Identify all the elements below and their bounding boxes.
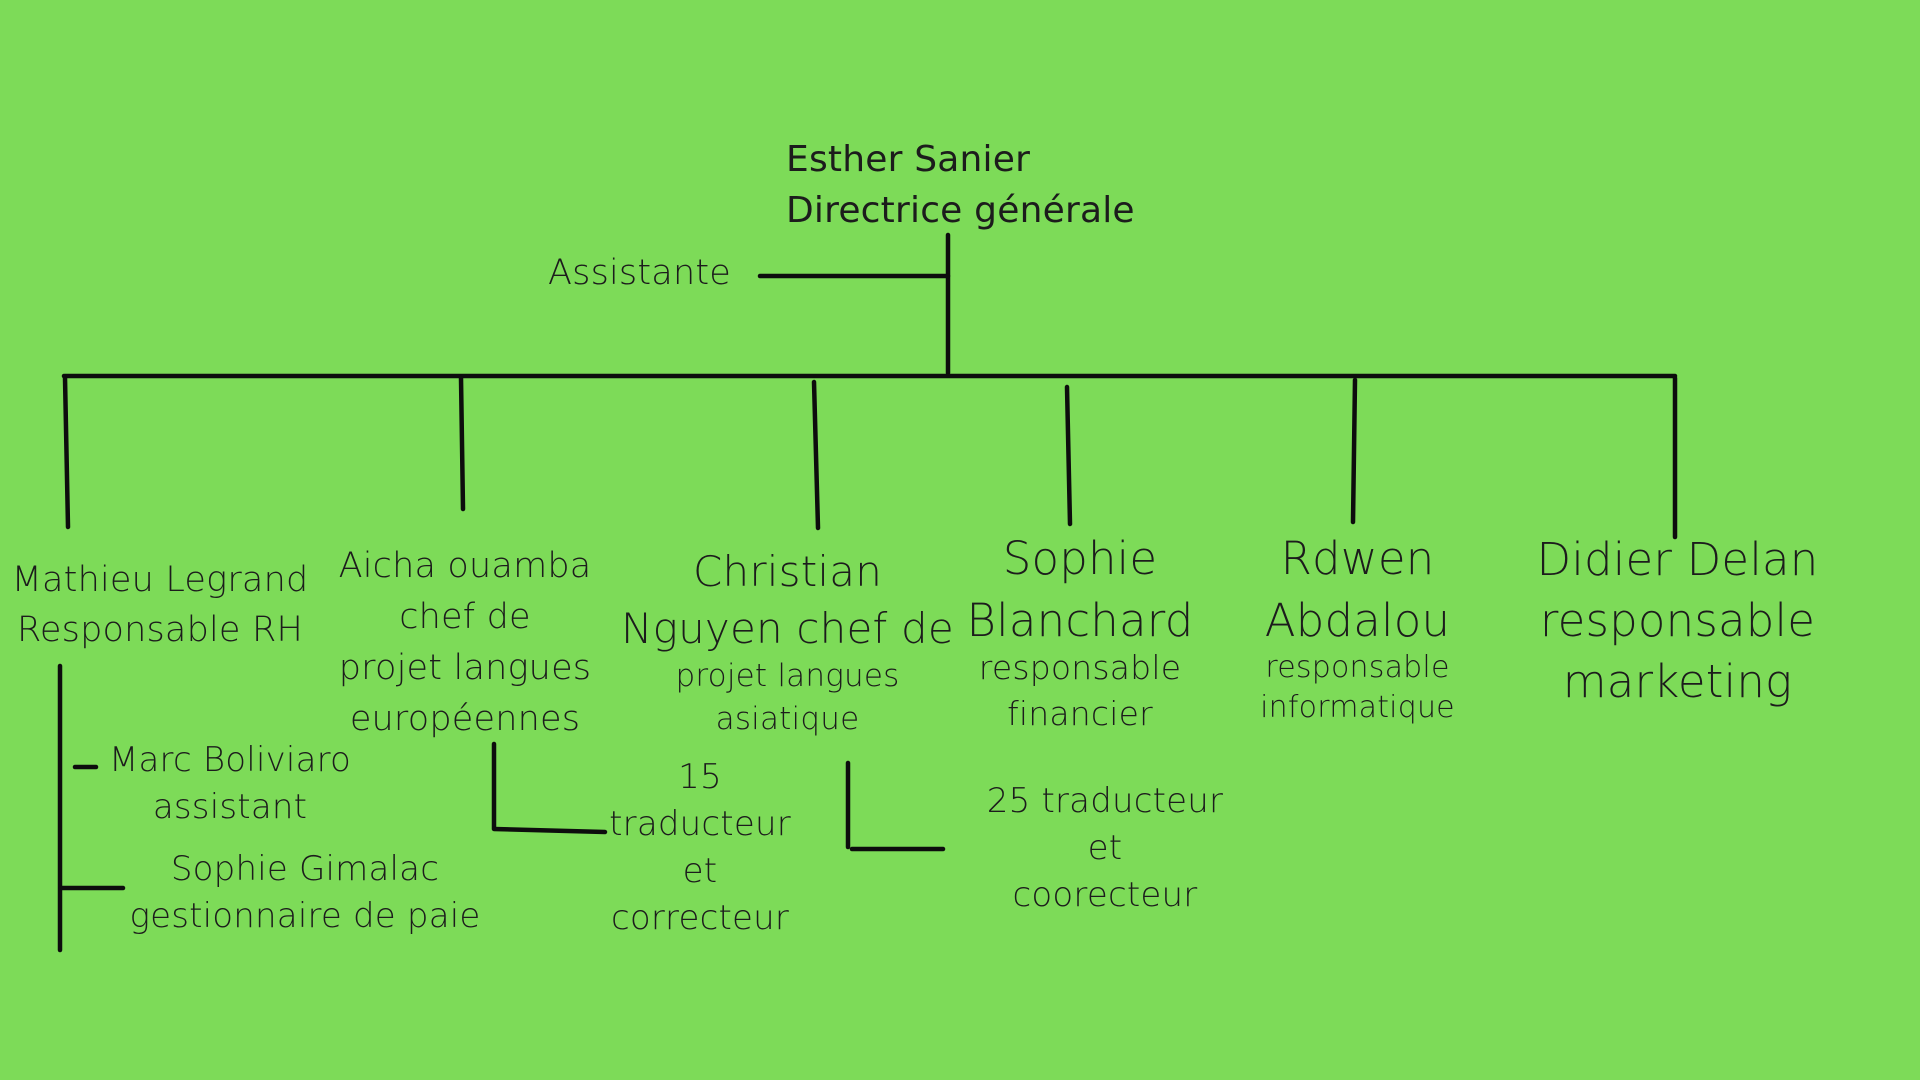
manager-name-it: Rdwen Abdalou xyxy=(1225,528,1490,652)
node-label-line: assistant xyxy=(152,787,308,827)
node-label-line: Aicha ouamba xyxy=(338,546,592,586)
node-label-line: européennes xyxy=(349,699,581,739)
ceo-name: Esther Sanier xyxy=(786,139,1031,180)
eu-branch-line xyxy=(491,826,608,835)
node-label-line: Marc Boliviaro xyxy=(108,740,352,780)
node-role-line: responsable xyxy=(978,648,1182,687)
node-label-line: Responsable RH xyxy=(16,610,304,650)
node-role-line: projet langues xyxy=(675,658,900,694)
node-name-line: Abdalou xyxy=(1264,594,1451,647)
manager-role-finance: responsable financier xyxy=(960,645,1200,737)
drop-line-asia xyxy=(811,379,821,531)
node-name-line: Nguyen chef de xyxy=(621,604,954,653)
node-label-line: projet langues xyxy=(338,648,592,688)
manager-node-european-languages: Aicha ouamba chef de projet langues euro… xyxy=(330,541,600,745)
node-label-line: Didier Delan xyxy=(1536,533,1819,586)
node-role-line: asiatique xyxy=(715,701,860,737)
node-name-line: Rdwen xyxy=(1280,532,1435,585)
drop-line-it xyxy=(1350,377,1358,525)
ceo-node: Esther Sanier Directrice générale xyxy=(786,134,1206,236)
drop-line-eu xyxy=(458,375,466,512)
node-label-line: Mathieu Legrand xyxy=(11,560,309,600)
node-label-line: coorecteur xyxy=(1012,875,1198,915)
manager-name-finance: Sophie Blanchard xyxy=(940,528,1220,652)
manager-name-asian-languages: Christian Nguyen chef de xyxy=(620,543,955,657)
node-label-line: gestionnaire de paie xyxy=(129,896,481,936)
node-name-line: Blanchard xyxy=(966,594,1194,647)
node-label-line: et xyxy=(1087,828,1123,868)
node-label-line: Sophie Gimalac xyxy=(170,849,440,889)
node-label-line: chef de xyxy=(399,597,531,637)
node-label-line: traducteur xyxy=(609,804,791,844)
node-label-line: marketing xyxy=(1562,655,1793,708)
node-name-line: Christian xyxy=(692,547,883,596)
node-label-line: 25 traducteur xyxy=(986,781,1224,821)
sub-node-sophie-gimalac: Sophie Gimalac gestionnaire de paie xyxy=(125,846,485,940)
drop-line-rh xyxy=(62,375,71,530)
node-label-line: et xyxy=(682,851,718,891)
ceo-role: Directrice générale xyxy=(786,190,1135,231)
manager-node-marketing: Didier Delan responsable marketing xyxy=(1520,529,1835,712)
sub-node-translators-european: 15 traducteur et correcteur xyxy=(590,754,810,942)
assistant-label: Assistante xyxy=(548,253,731,293)
node-role-line: responsable xyxy=(1265,650,1450,685)
node-label-line: correcteur xyxy=(610,898,790,938)
sub-node-translators-asian: 25 traducteur et coorecteur xyxy=(985,778,1225,919)
sub-node-marc: Marc Boliviaro assistant xyxy=(100,737,360,831)
node-role-line: informatique xyxy=(1260,690,1455,725)
manager-node-rh: Mathieu Legrand Responsable RH xyxy=(10,555,310,655)
manager-role-asian-languages: projet langues asiatique xyxy=(650,655,925,741)
drop-line-finance xyxy=(1064,384,1073,527)
node-name-line: Sophie xyxy=(1002,532,1158,585)
assistant-node: Assistante xyxy=(548,251,748,295)
node-label-line: responsable xyxy=(1539,594,1816,647)
node-label-line: 15 xyxy=(678,757,722,797)
node-role-line: financier xyxy=(1007,694,1153,733)
manager-role-it: responsable informatique xyxy=(1230,648,1485,728)
